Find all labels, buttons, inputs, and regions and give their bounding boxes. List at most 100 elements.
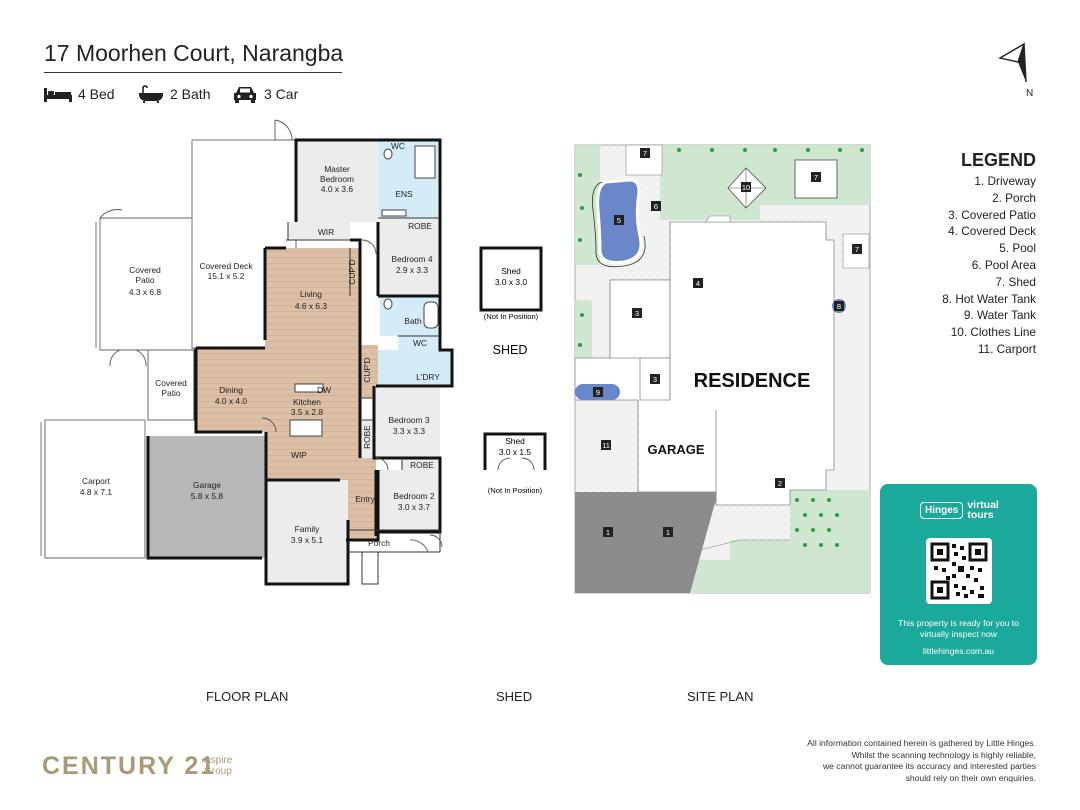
room-size: 4.6 x 6.3	[295, 301, 327, 311]
title-divider	[44, 72, 342, 73]
master-bedroom-floor	[296, 140, 378, 222]
feature-car-label: 3 Car	[264, 86, 299, 102]
qr-code-icon	[930, 542, 988, 600]
virtual-tours-text: virtual tours	[967, 499, 999, 521]
car-icon	[234, 87, 256, 103]
robe-master-floor	[380, 218, 438, 232]
room-name: Garage	[193, 480, 221, 490]
carport-area	[44, 419, 146, 559]
marker-label: 1	[606, 528, 610, 537]
shed-heading: SHED	[493, 343, 528, 357]
site-plan-caption: SITE PLAN	[687, 689, 754, 704]
legend-item: 6. Pool Area	[971, 257, 1036, 272]
hinges-logo-text: Hinges	[920, 501, 964, 519]
wc-ens-label: WC	[391, 141, 405, 151]
feature-bath-label: 2 Bath	[170, 86, 211, 102]
marker-label: 7	[814, 173, 818, 182]
outdoor-areas	[44, 139, 297, 559]
room-size: 3.5 x 2.8	[291, 407, 323, 417]
marker-label: 11	[602, 441, 610, 450]
marker-label: 6	[654, 202, 658, 211]
legend-item: 9. Water Tank	[963, 308, 1036, 323]
basin-bath-fixture	[383, 298, 393, 310]
marker-label: 5	[617, 216, 621, 225]
marker-label: 3	[635, 309, 639, 318]
cupd-label: CUP'D	[347, 259, 357, 284]
room-size: 5.8 x 5.8	[191, 491, 223, 501]
bathtub-fixture	[423, 301, 439, 329]
marker-label: 8	[837, 302, 841, 311]
living-dining-floor	[196, 248, 378, 540]
toilet-ens-fixture	[383, 148, 393, 160]
legend-item: 2. Porch	[992, 190, 1036, 205]
kitchen-bench-fixture	[294, 383, 324, 393]
virtual-tour-message: This property is ready for you to virtua…	[898, 618, 1019, 639]
wc-floor	[398, 335, 440, 353]
brand-logo: CENTURY 21	[42, 752, 217, 780]
qr-code[interactable]	[926, 538, 992, 604]
shed-caption: SHED	[496, 689, 533, 704]
bed-icon	[44, 88, 72, 102]
residence-footprint	[574, 221, 835, 506]
driveway	[575, 492, 718, 593]
shed-large-note: (Not In Position)	[484, 312, 539, 321]
tiled-areas	[196, 248, 378, 540]
room-size: 4.0 x 4.0	[215, 396, 247, 406]
dw-label: DW	[317, 385, 331, 395]
wc-bath-label: WC	[413, 338, 427, 348]
room-size: 2.9 x 3.3	[396, 265, 428, 275]
marker-label: 1	[666, 528, 670, 537]
north-compass: N	[996, 38, 1033, 100]
robe-b2-floor	[402, 458, 440, 470]
site-plan: 7 6 5 10 7 7 4 3 8 3 9 11 2 1 1 RESIDENC…	[574, 144, 871, 594]
room-name: Bedroom 2	[394, 491, 435, 501]
marker-label: 10	[742, 183, 750, 192]
legend-title: LEGEND	[960, 150, 1036, 170]
virtual-tour-url[interactable]: littlehinges.com.au	[922, 646, 995, 656]
floor-walls	[146, 138, 454, 586]
site-markers: 7 6 5 10 7 7 4 3 8 3 9 11 2 1 1	[593, 148, 862, 537]
floor-thin-walls	[193, 217, 441, 585]
marker-label: 3	[653, 375, 657, 384]
shed-large	[479, 246, 543, 312]
robe-label: ROBE	[408, 221, 432, 231]
legend-item: 11. Carport	[977, 341, 1036, 356]
shed-large-name: Shed	[501, 266, 521, 276]
legend-item: 5. Pool	[999, 241, 1036, 256]
door-swings	[99, 119, 443, 553]
fixtures	[294, 145, 439, 393]
room-name: Bedroom 4	[392, 254, 433, 264]
shed-small-note: (Not In Position)	[488, 486, 543, 495]
shed-small	[483, 432, 547, 470]
legend-item: 10. Clothes Line	[950, 325, 1036, 340]
room-name: Living	[300, 289, 322, 299]
disclaimer: All information contained herein is gath…	[807, 738, 1036, 783]
shed-small-name: Shed	[505, 436, 525, 446]
laundry-floor	[378, 350, 452, 386]
shed-plans: Shed 3.0 x 3.0 (Not In Position) SHED Sh…	[479, 246, 547, 495]
room-size: 3.9 x 5.1	[291, 535, 323, 545]
room-name: Covered Deck	[199, 261, 253, 271]
marker-label: 7	[643, 149, 647, 158]
room-size: 3.0 x 3.7	[398, 502, 430, 512]
covered-patio-small-area	[147, 349, 197, 421]
bedroom-2-floor	[378, 470, 440, 532]
legend-item: 4. Covered Deck	[948, 224, 1036, 239]
legend-item: 7. Shed	[995, 274, 1036, 289]
virtual-tour-card[interactable]: Hinges virtual tours This property is re…	[880, 484, 1037, 665]
ens-label: ENS	[395, 189, 413, 199]
wir-floor	[288, 222, 350, 240]
floor-plan-caption: FLOOR PLAN	[206, 689, 289, 704]
legend-item: 1. Driveway	[974, 174, 1036, 188]
robe-b3-floor	[362, 420, 374, 458]
grey-rooms	[266, 140, 440, 584]
legend-item: 3. Covered Patio	[948, 207, 1036, 222]
site-dots	[578, 148, 864, 547]
marker-label: 2	[778, 479, 782, 488]
legend-item: 8. Hot Water Tank	[942, 291, 1036, 306]
room-size: 15.1 x 5.2	[208, 271, 245, 281]
shed-large-size: 3.0 x 3.0	[495, 277, 527, 287]
robe-3-label: ROBE	[410, 460, 434, 470]
